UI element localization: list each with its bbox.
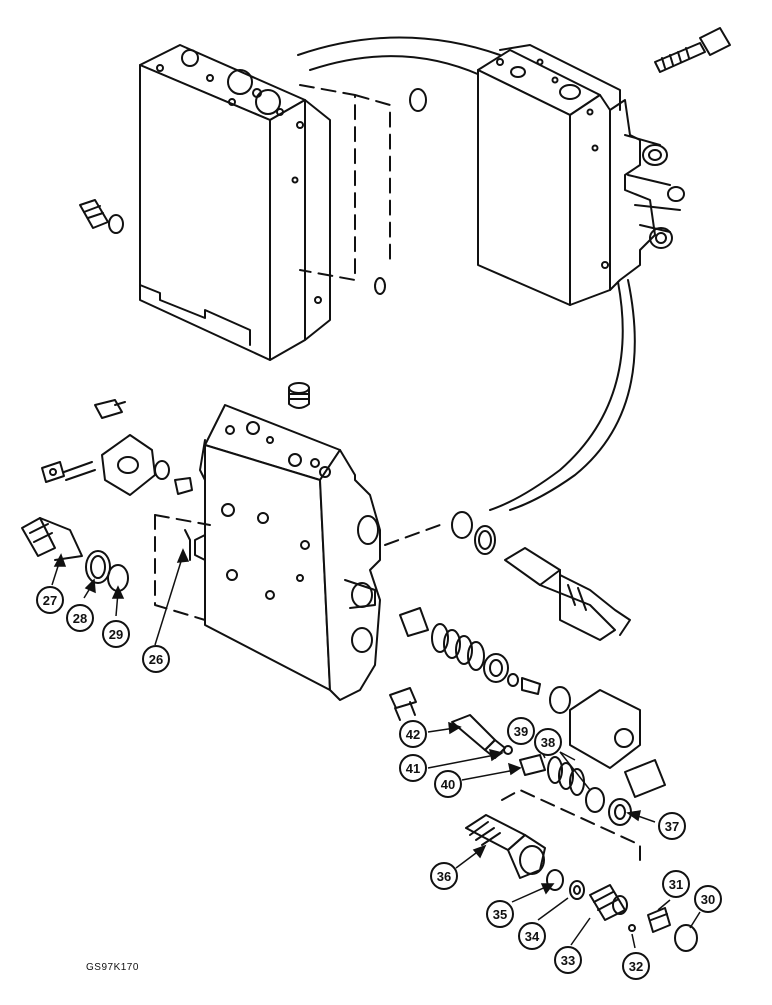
callout-36: 36 [430, 862, 458, 890]
callout-42-label: 42 [406, 727, 420, 742]
callout-36-label: 36 [437, 869, 451, 884]
callout-38: 38 [534, 728, 562, 756]
drawing-code: GS97K170 [86, 962, 139, 973]
callout-27-label: 27 [43, 593, 57, 608]
callout-40: 40 [434, 770, 462, 798]
callout-26: 26 [142, 645, 170, 673]
callout-30: 30 [694, 885, 722, 913]
callout-33: 33 [554, 946, 582, 974]
callout-40-label: 40 [441, 777, 455, 792]
callout-29: 29 [102, 620, 130, 648]
callout-27: 27 [36, 586, 64, 614]
callout-41: 41 [399, 754, 427, 782]
callout-42: 42 [399, 720, 427, 748]
callout-32: 32 [622, 952, 650, 980]
middle-section-block [184, 404, 381, 701]
callout-26-label: 26 [149, 652, 163, 667]
callout-37-label: 37 [665, 819, 679, 834]
callout-37: 37 [658, 812, 686, 840]
callout-33-label: 33 [561, 953, 575, 968]
bolt-top-right [654, 27, 731, 73]
callout-28-label: 28 [73, 611, 87, 626]
callout-29-label: 29 [109, 627, 123, 642]
callout-30-label: 30 [701, 892, 715, 907]
callout-35-label: 35 [493, 907, 507, 922]
callout-35: 35 [486, 900, 514, 928]
callout-39-label: 39 [514, 724, 528, 739]
upper-valve-block-right [477, 44, 685, 306]
callout-labels: 26 27 28 29 30 31 32 33 [36, 586, 722, 980]
callout-38-label: 38 [541, 735, 555, 750]
callout-31-label: 31 [669, 877, 683, 892]
callout-39: 39 [507, 717, 535, 745]
callout-41-label: 41 [406, 761, 420, 776]
callout-32-label: 32 [629, 959, 643, 974]
callout-28: 28 [66, 604, 94, 632]
callout-31: 31 [662, 870, 690, 898]
callout-34-label: 34 [525, 929, 540, 944]
callout-34: 34 [518, 922, 546, 950]
spool [504, 547, 631, 641]
upper-valve-block-left [139, 44, 331, 361]
